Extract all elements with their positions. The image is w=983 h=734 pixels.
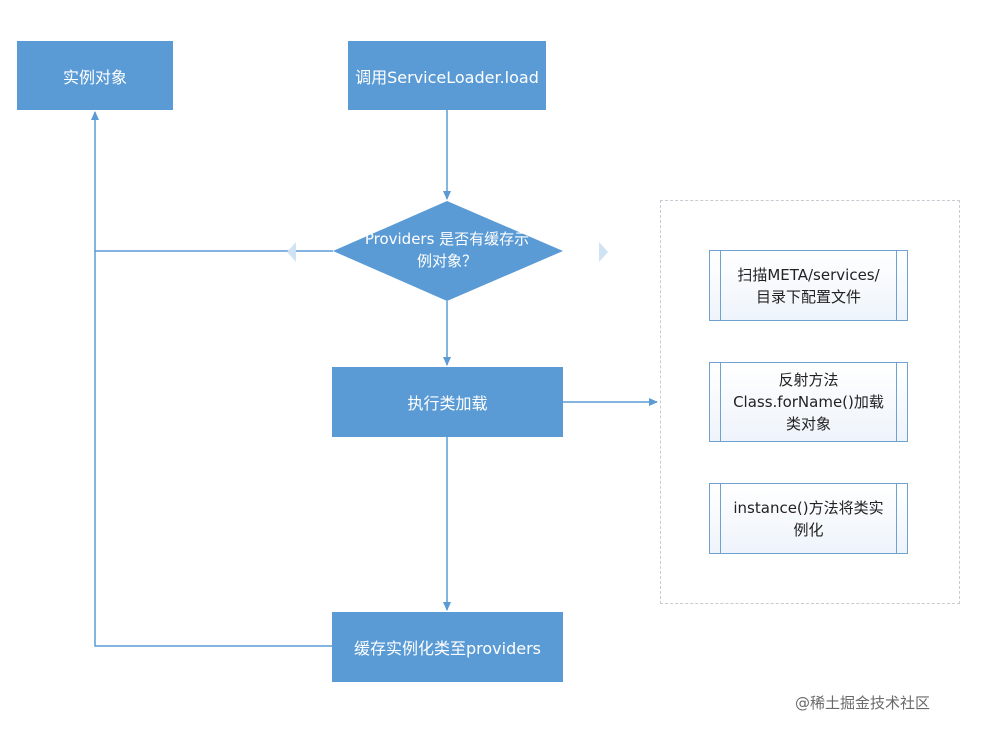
step-instantiate[interactable]: instance()方法将类实 例化 (709, 483, 908, 554)
cache-instances-label: 缓存实例化类至providers (353, 639, 541, 658)
decision-diamond (333, 201, 563, 301)
decision-label: Providers 是否有缓存示 例对象？ (351, 228, 543, 272)
step-reflect-load[interactable]: 反射方法 Class.forName()加载 类对象 (709, 362, 908, 442)
line-cache-to-instance (94, 251, 333, 647)
step-instantiate-line2: 例化 (793, 520, 824, 539)
execute-loading-node[interactable]: 执行类加载 (332, 367, 563, 437)
call-load-label: 调用ServiceLoader.load (355, 67, 539, 87)
step-reflect-load-line2: Class.forName()加载 (733, 393, 884, 411)
step-scan-config-line1: 扫描META/services/ (737, 265, 880, 284)
step-scan-config-line2: 目录下配置文件 (755, 287, 861, 306)
cache-instances-node[interactable]: 缓存实例化类至providers (332, 612, 563, 682)
step-reflect-load-line3: 类对象 (785, 415, 831, 433)
instance-object-node[interactable]: 实例对象 (17, 41, 173, 110)
execute-loading-label: 执行类加载 (407, 394, 488, 413)
instance-object-label: 实例对象 (62, 67, 127, 87)
left-connector-hint (287, 242, 296, 262)
decision-label-line2: 例对象？ (416, 252, 477, 270)
step-reflect-load-line1: 反射方法 (778, 371, 839, 389)
step-instantiate-line1: instance()方法将类实 (733, 498, 884, 517)
call-load-node[interactable]: 调用ServiceLoader.load (348, 41, 546, 110)
arrow-decision-to-instance (91, 111, 333, 252)
watermark: @稀土掘金技术社区 (795, 694, 931, 712)
right-connector-hint (599, 242, 608, 262)
decision-label-line1: Providers 是否有缓存示 (364, 230, 530, 248)
step-scan-config[interactable]: 扫描META/services/ 目录下配置文件 (709, 250, 908, 321)
